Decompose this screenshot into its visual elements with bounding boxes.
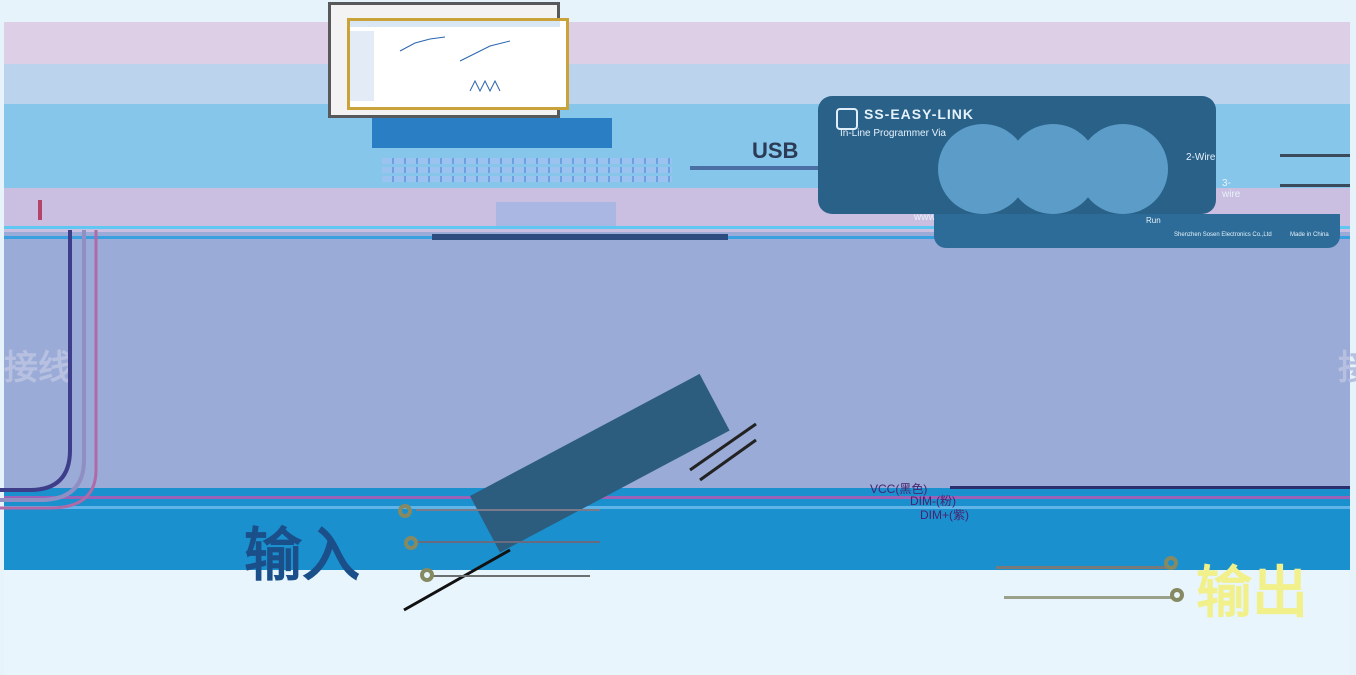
connector-ring [1078,124,1168,214]
control-wire [950,486,1350,489]
output-terminal-icon [1170,588,1184,602]
module-title: SS-EASY-LINK [864,106,975,122]
usb-label: USB [752,138,799,163]
output-wire [996,566,1176,569]
input-terminal-icon [404,536,418,550]
module-run-label: Run [1146,216,1161,225]
wire-label-vcc: VCC(黑色) [870,482,928,496]
side-label-right: 接 [1338,349,1356,387]
left-cables [0,200,98,510]
laptop-edge [432,234,728,240]
wire-label-dim-plus: DIM+(紫) [920,508,969,522]
app-graphs [350,21,560,101]
input-terminal-icon [420,568,434,582]
programmer-module: SS-EASY-LINK In-Line Programmer Via 2-Wi… [818,96,1240,223]
module-3wire-label: 3-wire [1222,178,1241,200]
wire-label-dim-minus: DIM-(粉) [910,494,956,508]
input-label: 输入 [244,523,361,588]
output-label: 输出 [1196,561,1308,624]
driver-wires [403,422,757,612]
module-made-in: Made in China [1290,232,1329,238]
input-leads [416,509,600,577]
divider-stripe [4,496,1350,499]
module-subtitle: In-Line Programmer Via [840,128,946,139]
usb-cable [690,166,830,170]
module-output-wire [1280,184,1350,187]
laptop-touchpad [496,202,616,226]
side-label-left: 接线 [4,349,72,387]
laptop-hinge [372,118,612,148]
input-terminal-icon [398,504,412,518]
laptop-app-window [347,18,569,110]
output-terminal-icon [1164,556,1178,570]
module-company: Shenzhen Sosen Electronics Co.,Ltd [1174,232,1272,238]
background-band-top [4,22,1350,70]
background-band-accent [4,488,1350,570]
output-wire [1004,596,1174,599]
background-bottom [4,570,1350,675]
module-2wire-label: 2-Wire [1186,152,1216,163]
programmer-module-base: Run Shenzhen Sosen Electronics Co.,Ltd M… [934,214,1340,248]
module-logo-icon [836,108,858,130]
divider-stripe [4,506,1350,509]
divider-stripe [4,226,1350,229]
laptop-keyboard [382,155,672,195]
module-output-wire [1280,154,1350,157]
